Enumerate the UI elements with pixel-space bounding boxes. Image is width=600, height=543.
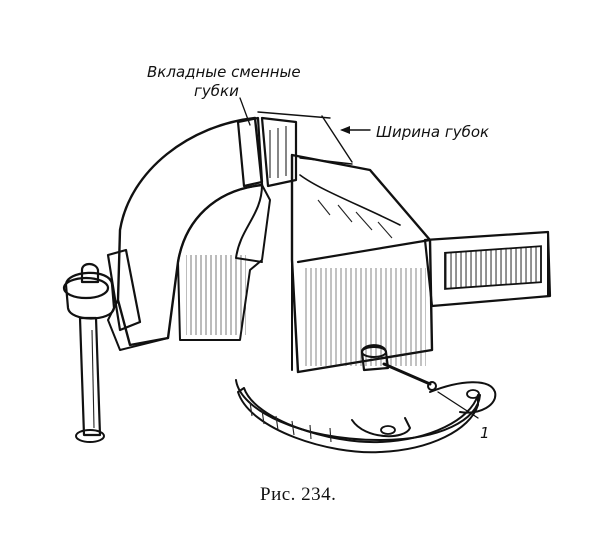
screw-handle: [62, 248, 142, 443]
swivel-lock-handle: [360, 344, 437, 391]
jaw-width-dimension: [257, 111, 371, 165]
figure-caption: Рис. 234.: [260, 484, 336, 505]
movable-jaw-body: [107, 116, 271, 351]
inserts-leader-line: [239, 97, 251, 126]
jaws-label-line1: Вкладные сменные: [147, 63, 301, 81]
jaw-width-label: Ширина губок: [376, 123, 489, 141]
part-leader-line: [437, 391, 479, 419]
jaw-inserts: [235, 116, 298, 263]
swivel-base: [235, 379, 497, 454]
fixed-jaw-body: [290, 153, 434, 374]
guide-bar: [423, 230, 552, 308]
part-number-label: 1: [480, 424, 490, 442]
jaws-label-line2: губки: [194, 82, 239, 100]
